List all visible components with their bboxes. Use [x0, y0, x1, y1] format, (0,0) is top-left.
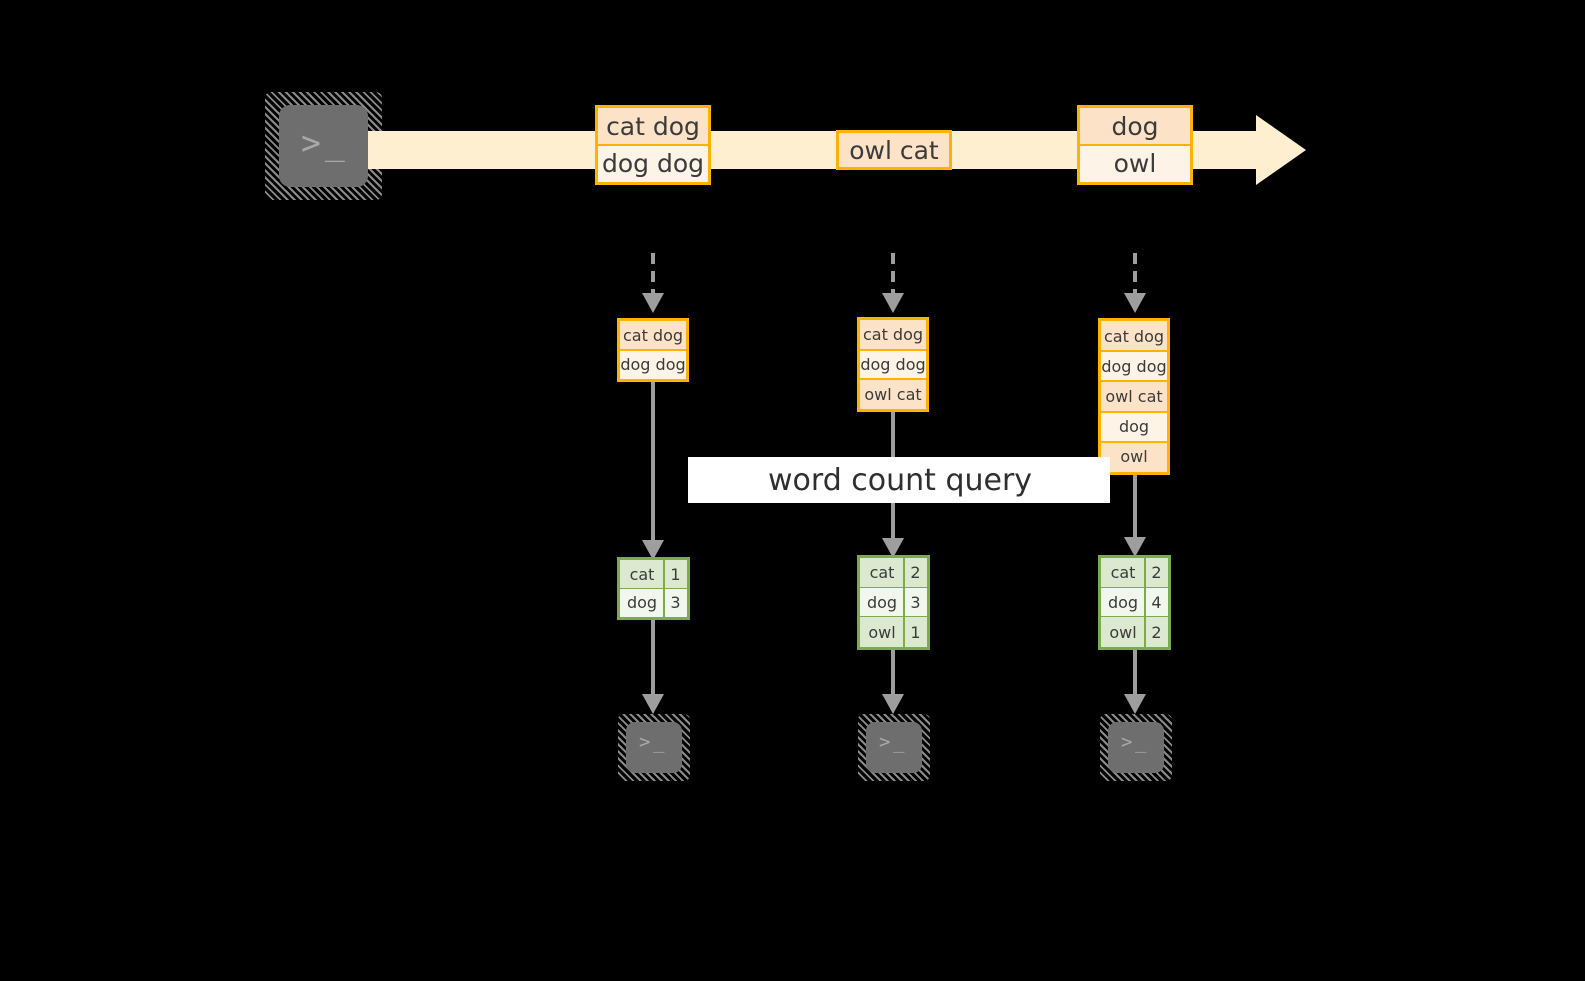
stream-record-line: cat dog — [598, 108, 708, 145]
sink-terminal-icon-2: > _ — [858, 714, 930, 781]
result-count: 3 — [903, 587, 927, 618]
stream-record-1: cat dog dog dog — [595, 105, 711, 185]
query-arrow-head-2 — [882, 538, 904, 558]
result-row: owl 1 — [860, 616, 927, 648]
snapshot-row: dog dog — [620, 349, 686, 379]
snapshot-tap-arrow-1 — [642, 293, 664, 313]
query-arrow-line-3 — [1133, 475, 1137, 541]
result-row: dog 3 — [860, 586, 927, 618]
sink-arrow-line-1 — [651, 620, 655, 698]
result-word: owl — [860, 617, 904, 648]
query-arrow-line-1 — [651, 382, 655, 544]
terminal-prompt-glyph: > — [639, 731, 651, 753]
result-row: cat 1 — [620, 560, 687, 589]
result-word: owl — [1101, 617, 1145, 648]
stream-record-line: owl cat — [839, 133, 949, 167]
terminal-cursor-glyph: _ — [1135, 731, 1147, 753]
snapshot-row: cat dog — [620, 321, 686, 350]
terminal-cursor-glyph: _ — [893, 731, 905, 753]
snapshot-row: dog dog — [860, 348, 926, 380]
snapshot-row: cat dog — [860, 320, 926, 350]
terminal-prompt-glyph: > — [301, 123, 321, 162]
result-count: 2 — [1144, 617, 1168, 648]
snapshot-tap-line-1 — [651, 253, 655, 293]
snapshot-table-2: cat dog dog dog owl cat — [857, 317, 929, 412]
stream-record-3: dog owl — [1077, 105, 1193, 185]
result-word: cat — [620, 560, 664, 589]
result-table-2: cat 2 dog 3 owl 1 — [857, 555, 930, 650]
terminal-body — [626, 722, 682, 773]
snapshot-row: owl — [1101, 440, 1167, 473]
result-row: cat 2 — [860, 558, 927, 588]
result-count: 2 — [903, 558, 927, 588]
snapshot-tap-line-3 — [1133, 253, 1137, 293]
snapshot-row: dog dog — [1101, 350, 1167, 382]
result-row: dog 4 — [1101, 586, 1168, 618]
terminal-body — [1108, 722, 1164, 773]
source-terminal-icon: > _ — [265, 92, 382, 200]
snapshot-tap-line-2 — [891, 253, 895, 293]
terminal-prompt-glyph: > — [879, 731, 891, 753]
snapshot-row: owl cat — [860, 378, 926, 410]
query-label: word count query — [768, 462, 1033, 498]
sink-terminal-icon-1: > _ — [618, 714, 690, 781]
terminal-body — [279, 105, 368, 187]
result-word: dog — [1101, 587, 1145, 618]
result-count: 4 — [1144, 587, 1168, 618]
result-word: cat — [1101, 558, 1145, 588]
terminal-cursor-glyph: _ — [653, 731, 665, 753]
stream-record-line: dog dog — [598, 144, 708, 182]
terminal-prompt-glyph: > — [1121, 731, 1133, 753]
snapshot-row: cat dog — [1101, 321, 1167, 352]
query-label-band: word count query — [688, 457, 1110, 503]
stream-record-line: owl — [1080, 144, 1190, 182]
snapshot-row: owl cat — [1101, 380, 1167, 412]
result-count: 2 — [1144, 558, 1168, 588]
result-table-1: cat 1 dog 3 — [617, 557, 690, 620]
snapshot-tap-arrow-3 — [1124, 293, 1146, 313]
stream-record-line: dog — [1080, 108, 1190, 145]
sink-terminal-icon-3: > _ — [1100, 714, 1172, 781]
result-table-3: cat 2 dog 4 owl 2 — [1098, 555, 1171, 650]
result-word: dog — [620, 588, 664, 617]
stream-arrow-head — [1256, 115, 1306, 185]
stream-record-2: owl cat — [836, 130, 952, 170]
sink-arrow-head-3 — [1124, 694, 1146, 714]
query-arrow-head-1 — [642, 540, 664, 560]
result-word: cat — [860, 558, 904, 588]
result-row: cat 2 — [1101, 558, 1168, 588]
result-count: 3 — [663, 588, 687, 617]
sink-arrow-head-2 — [882, 694, 904, 714]
result-row: dog 3 — [620, 587, 687, 617]
snapshot-table-1: cat dog dog dog — [617, 318, 689, 382]
result-count: 1 — [903, 617, 927, 648]
snapshot-table-3: cat dog dog dog owl cat dog owl — [1098, 318, 1170, 475]
sink-arrow-line-2 — [891, 650, 895, 698]
result-row: owl 2 — [1101, 616, 1168, 648]
snapshot-tap-arrow-2 — [882, 293, 904, 313]
sink-arrow-line-3 — [1133, 650, 1137, 698]
terminal-body — [866, 722, 922, 773]
result-count: 1 — [663, 560, 687, 589]
sink-arrow-head-1 — [642, 694, 664, 714]
snapshot-row: dog — [1101, 410, 1167, 442]
terminal-cursor-glyph: _ — [325, 123, 345, 162]
result-word: dog — [860, 587, 904, 618]
query-arrow-head-3 — [1124, 537, 1146, 557]
